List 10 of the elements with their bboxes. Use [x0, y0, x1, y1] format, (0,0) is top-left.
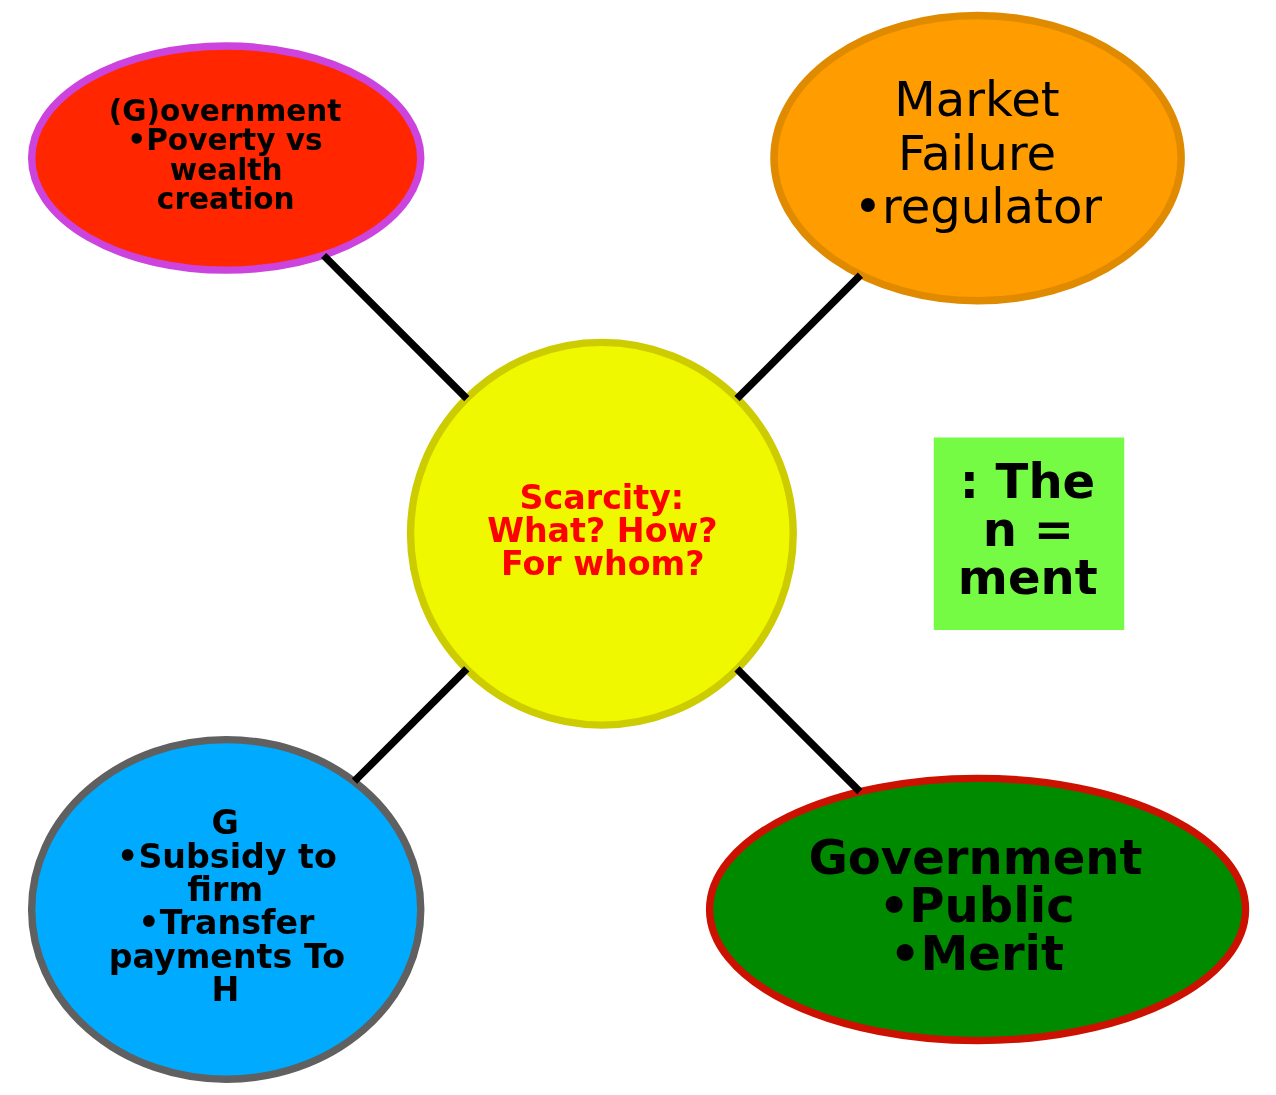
node-circle: Scarcity: What? How? For whom? [406, 338, 797, 729]
connector [733, 272, 863, 402]
node-ellipse: G •Subsidy to firm •Transfer payments To H [27, 735, 424, 1083]
connector [351, 666, 469, 784]
node-ellipse: Market Failure •regulator [769, 11, 1185, 305]
node-ellipse: Government •Public •Merit [705, 774, 1249, 1045]
node-box: : The n = ment [933, 437, 1124, 630]
node-ellipse: (G)overnment •Poverty vs wealth creation [27, 42, 424, 274]
connector [320, 252, 469, 402]
connector [733, 666, 862, 795]
